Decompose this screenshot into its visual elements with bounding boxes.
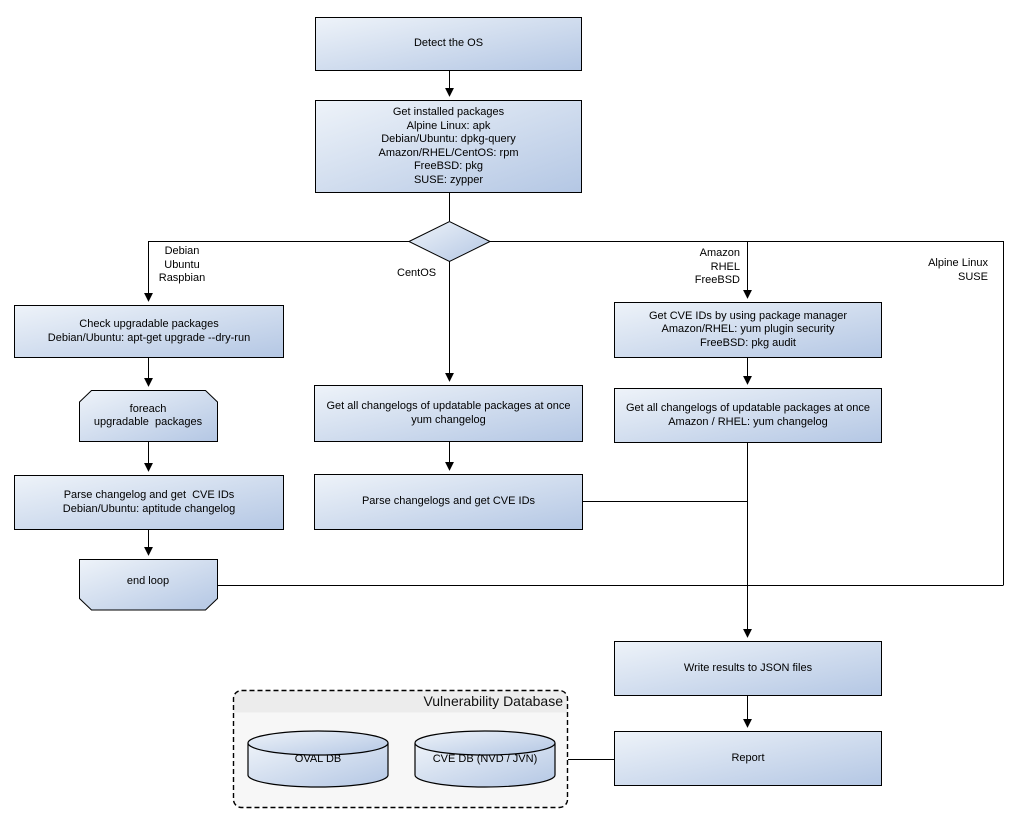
node-parse-changelogs-shape (314, 474, 583, 530)
node-detect-os-label: Detect the OS (413, 37, 484, 50)
database-group-border (232, 689, 569, 809)
node-end-loop-label: end loop (126, 574, 170, 587)
node-get-installed-packages-label: Get installed packages Alpine Linux: apk… (378, 106, 519, 186)
branch-label-debian-ubuntu-raspbian: Debian Ubuntu Raspbian (158, 245, 206, 284)
node-yum-changelog-shape (314, 385, 583, 442)
node-parse-changelog-deb-shape (14, 475, 284, 530)
branch-label-amazon-rhel-freebsd: Amazon RHEL FreeBSD (694, 247, 740, 286)
node-end-loop-shape (79, 559, 218, 611)
cylinder-cve-db-top (414, 730, 556, 756)
node-yum-changelog-label: Get all changelogs of updatable packages… (326, 400, 571, 426)
branch-label-centos: CentOS (397, 267, 437, 279)
cylinder-oval-db-label: OVAL DB (294, 753, 342, 766)
node-parse-changelog-deb-label: Parse changelog and get CVE IDs Debian/U… (62, 489, 236, 515)
cylinder-oval-db-top (247, 730, 389, 756)
node-report-shape (614, 731, 882, 786)
node-write-json-shape (614, 641, 882, 696)
connector-decision-to-debian-branch (144, 241, 409, 302)
node-amazon-rhel-changelog-shape (614, 388, 882, 443)
node-write-json-label: Write results to JSON files (683, 661, 813, 674)
database-group-header (233, 690, 568, 713)
decision-diamond (407, 220, 492, 263)
node-get-cve-ids-label: Get CVE IDs by using package manager Ama… (648, 309, 848, 349)
node-check-upgradable-label: Check upgradable packages Debian/Ubuntu:… (47, 318, 251, 344)
database-group-title: Vulnerability Database (423, 693, 563, 709)
node-foreach-loop-label: foreach upgradable packages (93, 402, 203, 429)
node-amazon-rhel-changelog-label: Get all changelogs of updatable packages… (625, 402, 870, 428)
node-check-upgradable-shape (14, 305, 284, 358)
connector-decision-to-alpine-branch (489, 241, 1004, 585)
branch-label-alpine-suse: Alpine Linux SUSE (928, 257, 988, 283)
node-foreach-loop-shape (79, 390, 218, 442)
node-detect-os-shape (315, 17, 582, 71)
node-parse-changelogs-label: Parse changelogs and get CVE IDs (361, 495, 536, 508)
node-get-installed-packages-shape (315, 100, 582, 193)
node-get-cve-ids-shape (614, 302, 882, 358)
cylinder-cve-db-label: CVE DB (NVD / JVN) (432, 753, 538, 766)
node-report-label: Report (731, 751, 765, 764)
